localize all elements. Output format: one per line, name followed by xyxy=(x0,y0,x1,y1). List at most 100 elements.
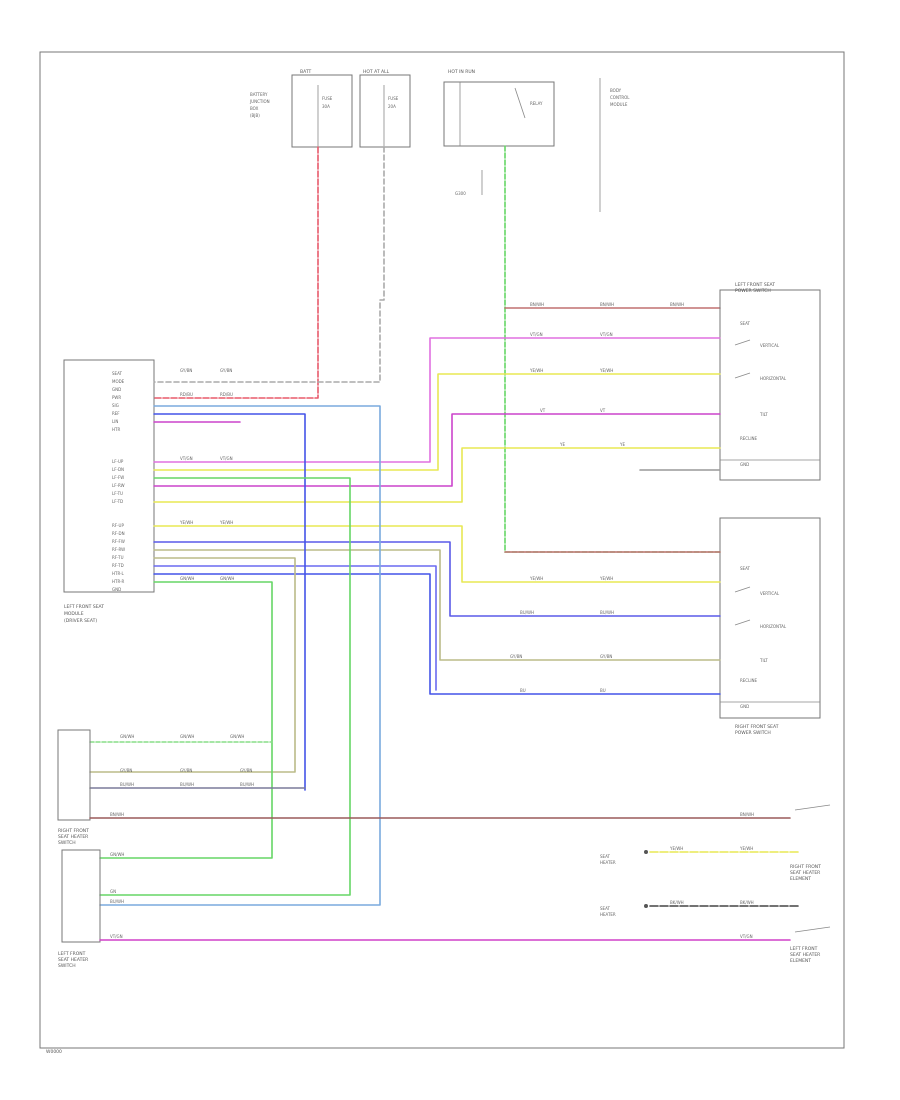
svg-text:G300: G300 xyxy=(455,191,466,196)
svg-text:VT/GN: VT/GN xyxy=(600,332,613,337)
svg-text:VT/GN: VT/GN xyxy=(180,456,193,461)
wire-markings: BN/WH BN/WH BN/WH VT/GN VT/GN YE/WH YE/W… xyxy=(110,302,754,939)
svg-text:HORIZONTAL: HORIZONTAL xyxy=(760,376,787,381)
svg-text:30A: 30A xyxy=(322,104,330,109)
left-heater-element: LEFT FRONT SEAT HEATER ELEMENT xyxy=(790,926,831,964)
svg-text:GN/WH: GN/WH xyxy=(180,734,194,739)
wire-pink-1 xyxy=(153,337,721,463)
svg-text:GND: GND xyxy=(112,587,121,592)
wire-olive-1 xyxy=(153,549,721,661)
svg-text:(BJB): (BJB) xyxy=(250,113,260,118)
driver-seat-module: LEFT FRONT SEAT MODULE (DRIVER SEAT) xyxy=(63,359,155,624)
wire-grey-feed xyxy=(153,146,385,383)
svg-text:REF: REF xyxy=(112,411,120,416)
fuse-box-3-title: HOT IN RUN xyxy=(448,69,475,75)
svg-text:HTR: HTR xyxy=(112,427,120,432)
svg-text:GY/BN: GY/BN xyxy=(600,654,612,659)
svg-text:VT/GN: VT/GN xyxy=(110,934,123,939)
svg-text:BODY: BODY xyxy=(610,88,622,93)
svg-text:SEAT: SEAT xyxy=(740,566,750,571)
svg-text:RF-UP: RF-UP xyxy=(112,523,124,528)
wire-yellow-3 xyxy=(153,525,721,583)
svg-text:(DRIVER SEAT): (DRIVER SEAT) xyxy=(64,618,97,624)
svg-text:SEAT HEATER: SEAT HEATER xyxy=(790,952,820,958)
svg-text:BN/WH: BN/WH xyxy=(600,302,614,307)
wire-olive-down xyxy=(89,557,296,773)
wire-red-feed xyxy=(153,146,319,399)
svg-text:VT/GN: VT/GN xyxy=(530,332,543,337)
svg-text:GND: GND xyxy=(112,387,121,392)
svg-text:JUNCTION: JUNCTION xyxy=(249,99,270,104)
driver-seat-module-label: LEFT FRONT SEAT xyxy=(64,604,104,610)
svg-text:VT: VT xyxy=(540,408,546,413)
fuse-box-1-label: BATTERY xyxy=(250,92,268,97)
svg-text:FUSE: FUSE xyxy=(322,96,333,101)
svg-text:GN/WH: GN/WH xyxy=(120,734,134,739)
left-heater-switch: LEFT FRONT SEAT HEATER SWITCH xyxy=(58,849,101,969)
svg-text:GN: GN xyxy=(110,889,116,894)
fuse-box-2-title: HOT AT ALL xyxy=(363,69,390,75)
wire-blue-down xyxy=(153,413,306,791)
svg-text:BOX: BOX xyxy=(250,106,259,111)
svg-text:SEAT HEATER: SEAT HEATER xyxy=(790,870,820,876)
svg-text:YE/WH: YE/WH xyxy=(219,520,233,525)
svg-text:HTR-R: HTR-R xyxy=(112,579,125,584)
left-front-seat-switch: LEFT FRONT SEAT POWER SWITCH SEAT VERTIC… xyxy=(719,282,821,481)
svg-text:BU/WH: BU/WH xyxy=(110,899,124,904)
svg-text:VT/GN: VT/GN xyxy=(220,456,233,461)
left-heater-element-label: LEFT FRONT xyxy=(790,946,818,952)
svg-text:VERTICAL: VERTICAL xyxy=(760,591,780,596)
svg-text:BU: BU xyxy=(600,688,606,693)
svg-text:SEAT: SEAT xyxy=(112,371,122,376)
wire-blue-2 xyxy=(153,565,437,691)
wire-green-2 xyxy=(99,581,273,859)
svg-text:SEAT HEATER: SEAT HEATER xyxy=(58,834,88,840)
svg-text:YE/WH: YE/WH xyxy=(669,846,683,851)
fuse-box-3: HOT IN RUN RELAY BODY CONTROL MODULE G30… xyxy=(443,69,630,212)
wire-lightblue-1 xyxy=(99,405,381,906)
svg-text:LF-TD: LF-TD xyxy=(112,499,123,504)
svg-text:YE/WH: YE/WH xyxy=(529,368,543,373)
svg-text:LIN: LIN xyxy=(112,419,118,424)
module-pin-labels: SEAT MODE GND PWR SIG REF LIN HTR LF-UP … xyxy=(112,371,125,592)
svg-text:BN/WH: BN/WH xyxy=(530,302,544,307)
svg-text:FUSE: FUSE xyxy=(388,96,399,101)
svg-text:GN/WH: GN/WH xyxy=(180,576,194,581)
svg-text:RECLINE: RECLINE xyxy=(740,436,758,441)
right-heater-label: RIGHT FRONT xyxy=(58,828,89,834)
svg-text:GY/BN: GY/BN xyxy=(240,768,252,773)
svg-text:RD/BU: RD/BU xyxy=(220,392,233,397)
svg-text:20A: 20A xyxy=(388,104,396,109)
wire-green-down xyxy=(99,477,351,896)
left-front-seat-switch-label: LEFT FRONT SEAT xyxy=(735,282,775,288)
svg-text:GN/WH: GN/WH xyxy=(230,734,244,739)
svg-text:YE/WH: YE/WH xyxy=(529,576,543,581)
svg-text:GND: GND xyxy=(740,704,749,709)
svg-text:YE: YE xyxy=(619,442,625,447)
svg-text:LF-RW: LF-RW xyxy=(112,483,125,488)
svg-text:PWR: PWR xyxy=(112,395,121,400)
svg-text:GY/BN: GY/BN xyxy=(180,368,192,373)
diagram-frame xyxy=(39,51,845,1049)
svg-text:BK/WH: BK/WH xyxy=(670,900,684,905)
svg-text:GY/BN: GY/BN xyxy=(180,768,192,773)
fuse-box-1-title: BATT xyxy=(300,69,311,75)
svg-text:SEAT HEATER: SEAT HEATER xyxy=(58,957,88,963)
svg-text:GY/BN: GY/BN xyxy=(220,368,232,373)
svg-text:MODULE: MODULE xyxy=(64,611,84,617)
svg-text:TILT: TILT xyxy=(759,412,768,417)
svg-text:SEAT: SEAT xyxy=(740,321,750,326)
svg-text:BU/WH: BU/WH xyxy=(240,782,254,787)
svg-text:ELEMENT: ELEMENT xyxy=(790,958,811,964)
svg-text:RD/BU: RD/BU xyxy=(180,392,193,397)
svg-text:MODULE: MODULE xyxy=(610,102,628,107)
svg-text:RELAY: RELAY xyxy=(530,101,543,106)
svg-text:LF-TU: LF-TU xyxy=(112,491,123,496)
svg-text:BN/WH: BN/WH xyxy=(670,302,684,307)
svg-text:SWITCH: SWITCH xyxy=(58,840,76,846)
svg-text:RF-FW: RF-FW xyxy=(112,539,125,544)
svg-text:RF-TU: RF-TU xyxy=(112,555,124,560)
wire-blue-thick xyxy=(153,573,721,695)
svg-text:CONTROL: CONTROL xyxy=(610,95,630,100)
